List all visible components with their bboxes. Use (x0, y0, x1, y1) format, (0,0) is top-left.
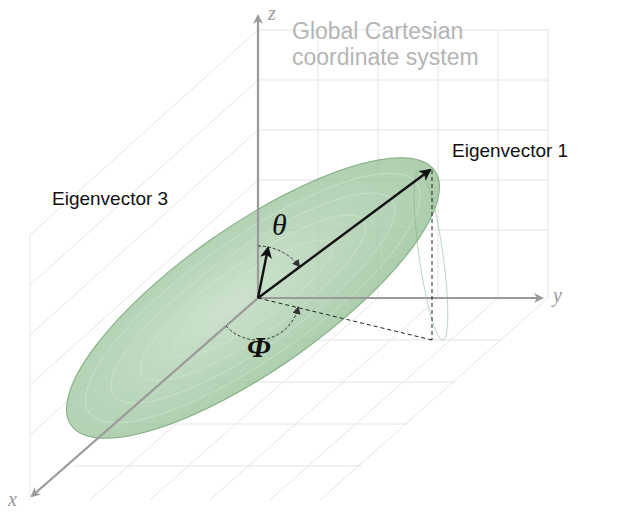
axis-label: z (268, 2, 276, 25)
axis-label: x (8, 488, 17, 511)
system-title: Global Cartesian coordinate system (292, 18, 532, 71)
angle-label: θ (272, 208, 287, 243)
angle-label: Φ (247, 330, 271, 365)
vector-label: Eigenvector 3 (52, 188, 168, 210)
axes (32, 16, 542, 496)
eigenvectors (258, 170, 430, 298)
grid (30, 30, 548, 500)
vector-label: Eigenvector 1 (452, 140, 568, 162)
angle-arcs (226, 246, 299, 340)
axis-label: y (553, 284, 562, 307)
projection-lines (258, 170, 432, 340)
